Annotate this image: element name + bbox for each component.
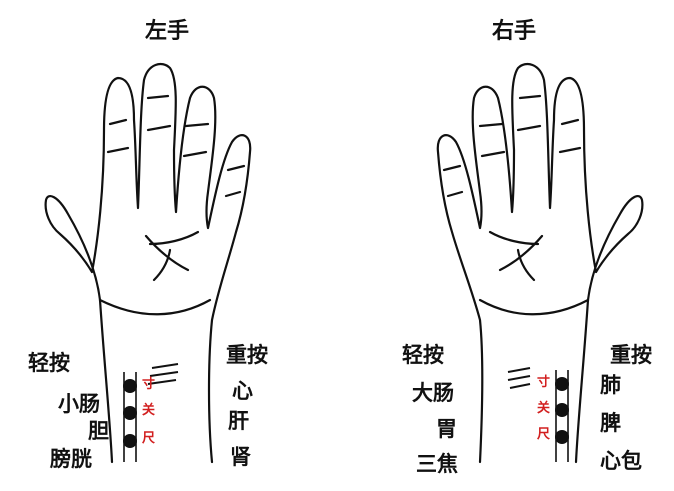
- right-light-organ-2: 胃: [436, 416, 457, 441]
- left-finger-mark-2: [149, 371, 179, 377]
- left-hand-drawing: [44, 62, 252, 464]
- left-heavy-organ-1: 心: [232, 378, 253, 403]
- left-finger-mark-3: [147, 379, 177, 385]
- left-palm-line-3: [152, 248, 172, 282]
- left-position-guan: 关: [142, 403, 156, 418]
- left-palm-line-2: [148, 230, 200, 246]
- right-artery: [507, 367, 569, 462]
- left-crease-lower: [98, 298, 212, 316]
- right-hand-outline: [436, 62, 644, 464]
- right-palm-line-2: [488, 230, 540, 246]
- right-position-chi: 尺: [537, 427, 551, 442]
- right-heavy-press-label: 重按: [610, 342, 652, 367]
- left-position-chi: 尺: [142, 431, 156, 446]
- right-hand-title: 右手: [492, 18, 537, 44]
- right-chi-dot: [555, 430, 569, 444]
- left-heavy-organ-3: 肾: [230, 444, 251, 469]
- right-light-organ-3: 三焦: [416, 451, 458, 476]
- left-heavy-organ-2: 肝: [228, 408, 249, 433]
- right-palm-line-1: [498, 234, 544, 272]
- right-finger-mark-1: [507, 367, 531, 373]
- left-light-organ-1: 小肠: [58, 391, 100, 416]
- right-cun-dot: [555, 377, 569, 391]
- left-position-cun: 寸: [142, 377, 156, 392]
- left-palm-line-1: [144, 234, 190, 272]
- right-crease-lower: [478, 298, 590, 316]
- right-hand-drawing: [436, 62, 644, 464]
- right-finger-mark-3: [509, 383, 531, 389]
- left-finger-mark-1: [151, 363, 179, 369]
- left-chi-dot: [123, 434, 137, 448]
- right-finger-mark-2: [507, 375, 531, 381]
- left-guan-dot: [123, 406, 137, 420]
- right-position-guan: 关: [537, 401, 551, 416]
- right-finger-crease: [442, 94, 582, 198]
- left-light-organ-2: 胆: [88, 418, 109, 443]
- right-position-cun: 寸: [537, 375, 551, 390]
- left-light-organ-3: 膀胱: [50, 446, 92, 471]
- left-finger-crease: [106, 94, 246, 198]
- right-light-press-label: 轻按: [402, 342, 444, 367]
- left-hand-title: 左手: [145, 18, 190, 44]
- left-heavy-press-label: 重按: [226, 342, 268, 367]
- right-heavy-organ-1: 肺: [600, 372, 621, 397]
- left-hand-outline: [44, 62, 252, 464]
- left-cun-dot: [123, 379, 137, 393]
- right-heavy-organ-3: 心包: [600, 448, 642, 473]
- right-palm-line-3: [516, 248, 536, 282]
- right-guan-dot: [555, 403, 569, 417]
- right-light-organ-1: 大肠: [412, 380, 454, 405]
- left-artery: [123, 363, 179, 462]
- right-heavy-organ-2: 脾: [600, 410, 621, 435]
- left-light-press-label: 轻按: [28, 350, 70, 375]
